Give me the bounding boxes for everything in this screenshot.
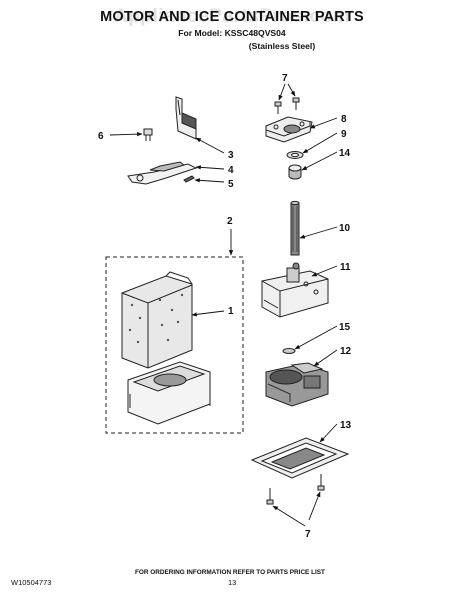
part-5-pin	[183, 175, 195, 183]
part-7-screws-bottom	[266, 474, 325, 505]
callout-9: 9	[341, 129, 347, 140]
leader-6	[109, 131, 143, 137]
model-line: For Model: KSSC48QVS04	[178, 28, 286, 38]
leader-10	[299, 226, 338, 239]
leader-15	[294, 325, 338, 350]
callout-4: 4	[228, 165, 234, 176]
callout-7-bottom: 7	[305, 529, 311, 540]
part-15-washer	[282, 348, 296, 354]
leader-3	[195, 137, 225, 154]
ice-bin-base-tray	[127, 361, 211, 425]
part-14-bushing	[288, 164, 302, 180]
part-10-rod	[290, 200, 300, 256]
leader-7b	[287, 83, 296, 97]
page-title: MOTOR AND ICE CONTAINER PARTS	[100, 9, 364, 25]
leader-12	[313, 349, 338, 367]
callout-14: 14	[339, 148, 351, 159]
part-9-washer	[286, 151, 304, 159]
ordering-note: FOR ORDERING INFORMATION REFER TO PARTS …	[135, 569, 325, 576]
callout-1: 1	[228, 306, 234, 317]
finish-line: (Stainless Steel)	[248, 41, 316, 51]
part-8-mounting-plate	[265, 116, 313, 143]
leader-4	[195, 165, 225, 170]
leader-9	[302, 132, 338, 154]
callout-2: 2	[227, 216, 233, 227]
part-1-ice-bin	[121, 271, 193, 369]
part-11-gearbox-housing	[261, 262, 329, 318]
part-6-screw	[143, 128, 153, 141]
callout-7-top: 7	[282, 73, 288, 84]
leader-5	[194, 178, 225, 183]
document-number: W10504773	[11, 578, 52, 587]
callout-15: 15	[339, 322, 351, 333]
callout-11: 11	[340, 262, 351, 273]
callout-5: 5	[228, 179, 234, 190]
leader-11	[311, 265, 338, 277]
callout-10: 10	[339, 223, 351, 234]
callout-8: 8	[341, 114, 347, 125]
part-13-gasket	[250, 437, 350, 479]
leader-8	[309, 117, 338, 129]
callout-12: 12	[340, 346, 352, 357]
callout-13: 13	[340, 420, 352, 431]
leader-7a	[278, 83, 286, 101]
part-7-screws-top	[274, 97, 300, 114]
part-4-linkage	[127, 161, 198, 185]
callout-6: 6	[98, 131, 104, 142]
callout-3: 3	[228, 150, 234, 161]
leader-7c	[272, 505, 306, 527]
watermark: AppliancePartsPros.com	[114, 6, 350, 27]
part-3-bracket	[175, 96, 197, 140]
leader-14	[301, 151, 338, 171]
leader-1	[191, 310, 225, 317]
assembly-dashed-box	[105, 256, 244, 434]
page-number: 13	[228, 578, 237, 587]
leader-7d	[308, 491, 321, 521]
part-12-motor	[265, 362, 329, 407]
leader-13	[319, 423, 338, 443]
